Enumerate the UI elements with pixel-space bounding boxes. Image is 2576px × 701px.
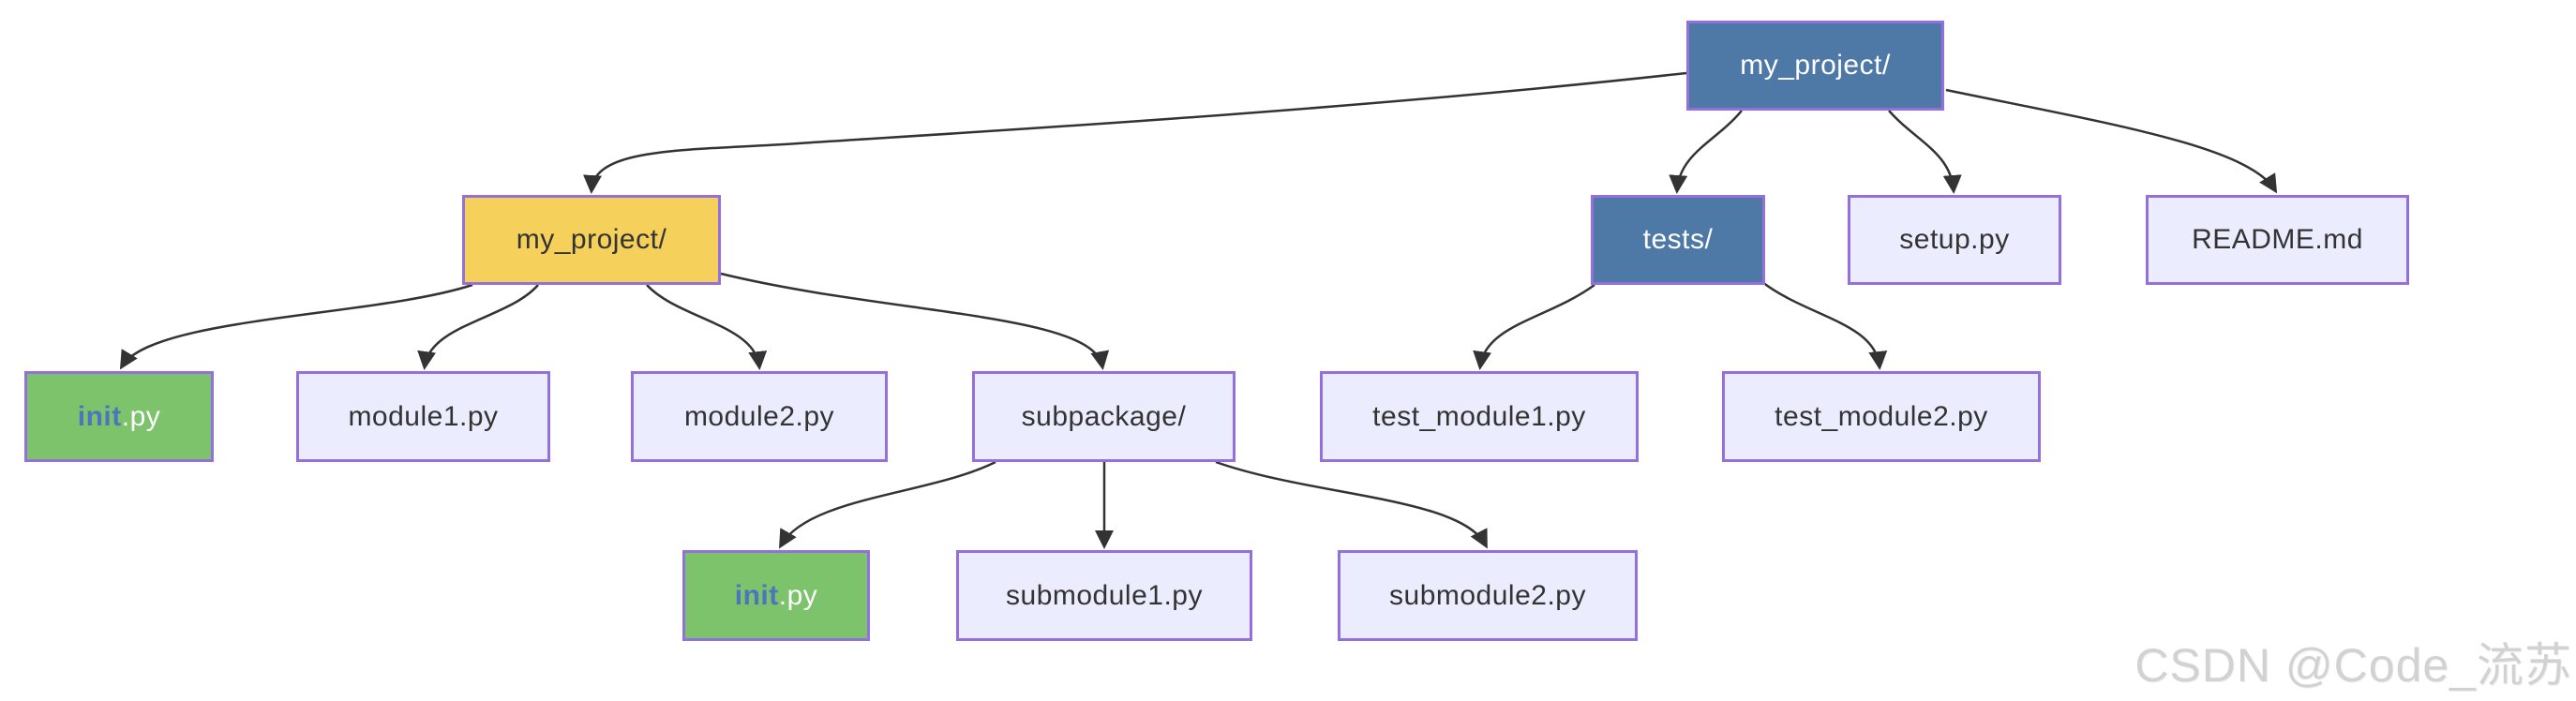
node-label: subpackage/ xyxy=(1021,400,1187,432)
node-label: submodule2.py xyxy=(1389,579,1586,611)
node-label: README.md xyxy=(2192,224,2363,255)
node-testm2: test_module2.py xyxy=(1722,371,2041,462)
node-subpkg: subpackage/ xyxy=(972,371,1236,462)
node-readme: README.md xyxy=(2146,195,2409,285)
node-mod2: module2.py xyxy=(631,371,888,462)
node-subm1: submodule1.py xyxy=(956,550,1252,641)
node-label: submodule1.py xyxy=(1006,579,1203,611)
node-tests: tests/ xyxy=(1591,195,1765,285)
node-label-part: .py xyxy=(121,400,161,432)
node-label: module2.py xyxy=(683,400,835,432)
watermark: CSDN @Code_流苏 xyxy=(2134,639,2572,692)
node-label: module1.py xyxy=(348,400,499,432)
node-root: my_project/ xyxy=(1686,21,1944,111)
node-pkg: my_project/ xyxy=(462,195,721,285)
node-testm1: test_module1.py xyxy=(1320,371,1639,462)
node-mod1: module1.py xyxy=(296,371,550,462)
node-label: test_module1.py xyxy=(1372,400,1586,432)
node-label: my_project/ xyxy=(516,224,667,255)
node-label: setup.py xyxy=(1899,224,2010,255)
node-init2: init.py xyxy=(682,550,870,641)
node-label: tests/ xyxy=(1642,224,1714,255)
node-setup: setup.py xyxy=(1848,195,2061,285)
node-label-part: .py xyxy=(778,579,818,611)
node-subm2: submodule2.py xyxy=(1338,550,1638,641)
node-label-part: init xyxy=(734,579,779,611)
node-label: test_module2.py xyxy=(1775,400,1988,432)
node-init1: init.py xyxy=(24,371,214,462)
node-label-part: init xyxy=(77,400,122,432)
node-label: my_project/ xyxy=(1740,50,1891,81)
